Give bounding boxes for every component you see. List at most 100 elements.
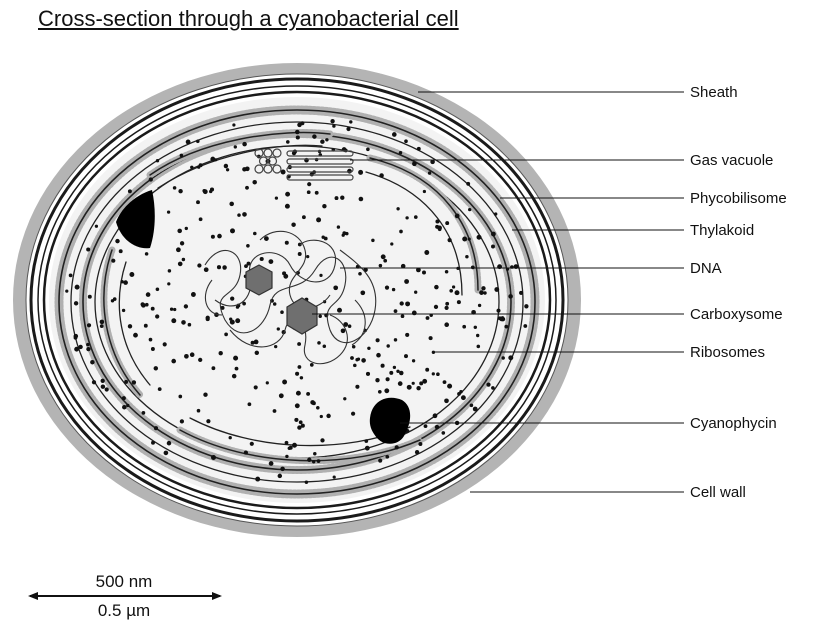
ribosome-dot bbox=[320, 438, 324, 442]
ribosome-dot bbox=[254, 340, 259, 345]
ribosome-dot bbox=[123, 280, 128, 285]
ribosome-dot bbox=[299, 420, 303, 424]
ribosome-dot bbox=[297, 342, 301, 346]
ribosome-dot bbox=[444, 398, 449, 403]
ribosome-dot bbox=[253, 232, 257, 236]
ribosome-dot bbox=[317, 459, 321, 463]
label-ribosomes: Ribosomes bbox=[690, 344, 765, 361]
ribosome-dot bbox=[496, 309, 500, 313]
ribosome-dot bbox=[229, 436, 232, 439]
ribosome-dot bbox=[366, 147, 370, 151]
ribosome-dot bbox=[361, 358, 366, 363]
ribosome-dot bbox=[434, 305, 438, 309]
ribosome-dot bbox=[392, 288, 395, 291]
ribosome-dot bbox=[86, 343, 89, 346]
ribosome-dot bbox=[78, 345, 82, 349]
ribosome-dot bbox=[297, 123, 302, 128]
ribosome-dot bbox=[394, 309, 398, 313]
ribosome-dot bbox=[122, 396, 126, 400]
ribosome-dot bbox=[494, 287, 499, 292]
ribosome-dot bbox=[307, 190, 311, 194]
ribosome-dot bbox=[302, 215, 306, 219]
ribosome-dot bbox=[111, 259, 115, 263]
ribosome-dot bbox=[149, 338, 153, 342]
ribosome-dot bbox=[384, 388, 389, 393]
ribosome-dot bbox=[295, 403, 300, 408]
ribosome-dot bbox=[481, 286, 485, 290]
ribosome-dot bbox=[494, 212, 497, 215]
ribosome-dot bbox=[326, 414, 330, 418]
ribosome-dot bbox=[282, 271, 286, 275]
ribosome-dot bbox=[206, 419, 210, 423]
ribosome-dot bbox=[422, 379, 427, 384]
ribosome-dot bbox=[416, 386, 420, 390]
ribosome-dot bbox=[414, 291, 417, 294]
ribosome-dot bbox=[237, 213, 241, 217]
ribosome-dot bbox=[337, 225, 340, 228]
ribosome-dot bbox=[306, 255, 309, 258]
ribosome-dot bbox=[122, 309, 125, 312]
ribosome-dot bbox=[298, 252, 302, 256]
ribosome-dot bbox=[405, 216, 408, 219]
ribosome-dot bbox=[455, 214, 460, 219]
ribosome-dot bbox=[353, 364, 357, 368]
ribosome-dot bbox=[178, 189, 182, 193]
ribosome-dot bbox=[173, 308, 176, 311]
ribosome-dot bbox=[244, 451, 248, 455]
ribosome-dot bbox=[358, 170, 363, 175]
ribosome-dot bbox=[119, 249, 123, 253]
ribosome-dot bbox=[129, 272, 134, 277]
ribosome-dot bbox=[443, 380, 447, 384]
ribosome-dot bbox=[390, 242, 393, 245]
ribosome-dot bbox=[476, 334, 479, 337]
ribosome-dot bbox=[441, 431, 445, 435]
ribosome-dot bbox=[235, 367, 239, 371]
ribosome-dot bbox=[428, 171, 431, 174]
ribosome-dot bbox=[412, 359, 415, 362]
ribosome-dot bbox=[197, 409, 201, 413]
ribosome-dot bbox=[151, 347, 155, 351]
ribosome-dot bbox=[479, 290, 484, 295]
ribosome-dot bbox=[300, 376, 303, 379]
ribosome-dot bbox=[355, 358, 358, 361]
ribosome-dot bbox=[144, 324, 148, 328]
ribosome-dot bbox=[151, 441, 155, 445]
ribosome-dot bbox=[385, 455, 389, 459]
ribosome-dot bbox=[316, 406, 320, 410]
ribosome-dot bbox=[296, 391, 301, 396]
ribosome-dot bbox=[379, 173, 383, 177]
ribosome-dot bbox=[423, 190, 426, 193]
ribosome-dot bbox=[462, 237, 467, 242]
ribosome-dot bbox=[74, 347, 79, 352]
ribosome-dot bbox=[164, 451, 169, 456]
ribosome-dot bbox=[180, 241, 184, 245]
ribosome-dot bbox=[433, 413, 438, 418]
ribosome-dot bbox=[317, 341, 321, 345]
ribosome-dot bbox=[234, 145, 237, 148]
ribosome-dot bbox=[468, 238, 471, 241]
ribosome-dot bbox=[90, 360, 95, 365]
ribosome-dot bbox=[337, 308, 342, 313]
ribosome-dot bbox=[285, 204, 290, 209]
label-phycobilisome: Phycobilisome bbox=[690, 190, 787, 207]
ribosome-dot bbox=[320, 415, 323, 418]
ribosome-dot bbox=[255, 477, 260, 482]
ribosome-dot bbox=[113, 297, 117, 301]
ribosome-dot bbox=[435, 219, 439, 223]
ribosome-dot bbox=[352, 345, 356, 349]
ribosome-dot bbox=[246, 244, 250, 248]
ribosome-dot bbox=[269, 259, 274, 264]
ribosome-dot bbox=[312, 460, 315, 463]
ribosome-dot bbox=[190, 166, 193, 169]
ribosome-dot bbox=[69, 274, 73, 278]
ribosome-dot bbox=[371, 239, 374, 242]
ribosome-dot bbox=[486, 382, 490, 386]
ribosome-dot bbox=[86, 347, 90, 351]
ribosome-dot bbox=[429, 336, 433, 340]
ribosome-dot bbox=[310, 363, 314, 367]
ribosome-dot bbox=[190, 352, 195, 357]
ribosome-dot bbox=[436, 372, 440, 376]
ribosome-dot bbox=[335, 196, 339, 200]
ribosome-dot bbox=[447, 384, 452, 389]
ribosome-dot bbox=[449, 289, 453, 293]
